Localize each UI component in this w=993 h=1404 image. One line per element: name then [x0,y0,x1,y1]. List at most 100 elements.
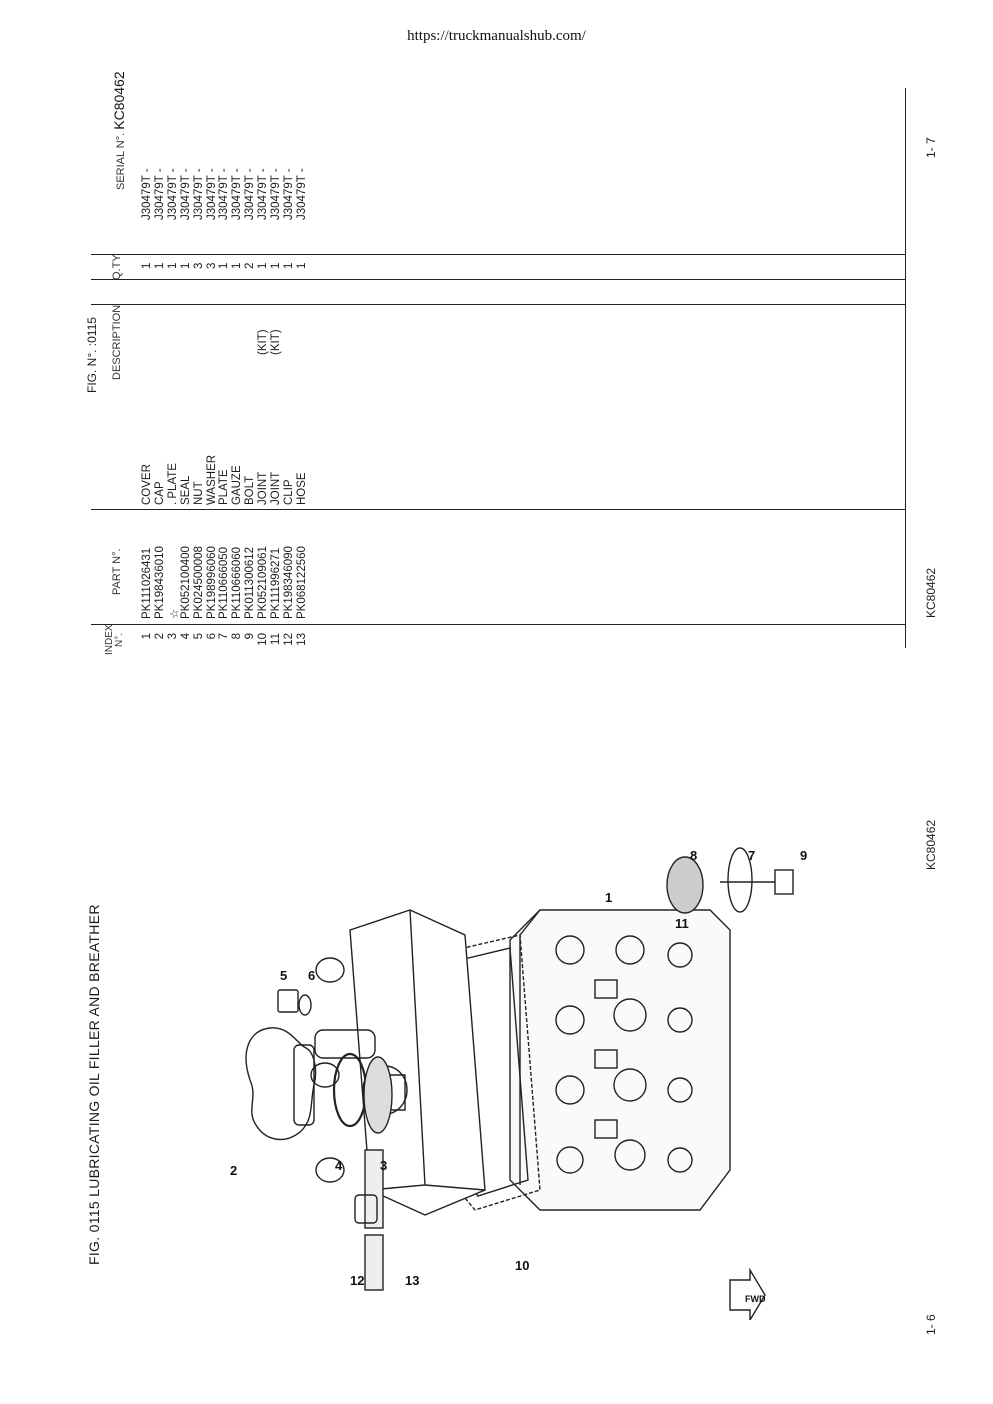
callout-10: 10 [515,1258,529,1273]
cell-serial: J30479T - [244,168,257,220]
callout-2: 2 [230,1163,237,1178]
cell-serial: J30479T - [270,168,282,220]
cell-index: 12 [282,633,295,646]
cell-index: 8 [231,633,244,640]
header-description: DESCRIPTION [111,304,123,380]
filler-cap-drawing [245,1027,317,1141]
cell-qty: 1 [257,262,270,269]
figure-title-container: FIG. 0115 LUBRICATING OIL FILLER AND BRE… [86,904,104,1265]
cell-part-number: PK024500008 [192,546,205,619]
breather-plate-drawing [363,1056,393,1134]
cell-part-number: PK110666060 [231,546,244,619]
table-fig-number: FIG. N°. :0115 [85,317,99,393]
cell-part-number: PK052109061 [257,546,270,619]
cell-qty: 1 [295,262,308,269]
cell-serial: J30479T - [141,168,153,220]
cell-serial: J30479T - [192,168,205,220]
cell-description: JOINT [257,471,270,505]
cell-qty: 1 [166,262,179,269]
cell-qty: 2 [244,262,257,269]
cell-part-number: PK111026431 [141,547,153,619]
gasket-joint-drawing [439,934,541,1211]
cell-index: 3 [166,633,179,640]
cell-qty: 1 [218,262,231,269]
table-row: 10 PK052109061 JOINT (KIT) 1 J30479T - [257,80,270,655]
cell-description: NUT [192,481,205,505]
header-serial: SERIAL N°. KC80462 [111,71,127,190]
cell-serial: J30479T - [257,168,270,220]
left-page-number: 1- 6 [924,1314,938,1335]
cell-description: PLATE [218,469,231,505]
callout-7: 7 [748,848,755,863]
left-page-number-container: 1- 6 [922,1314,940,1335]
cell-index: 5 [192,633,205,640]
cell-qty: 1 [282,262,295,269]
cell-index: 7 [218,633,231,640]
callout-4: 4 [335,1158,343,1173]
cell-description: GAUZE [231,465,244,505]
source-url[interactable]: https://truckmanualshub.com/ [407,28,586,44]
cell-part-number: ☆ [168,608,181,619]
header-qty: Q.TY [111,254,123,280]
cell-index: 13 [295,633,308,646]
cell-qty: 1 [141,262,153,269]
cell-serial: J30479T - [295,168,308,220]
fwd-arrow-icon [729,1267,766,1320]
callout-12: 12 [350,1273,364,1288]
clip-drawing [354,1194,378,1224]
right-page-number: 1- 7 [924,137,938,158]
cell-serial: J30479T - [205,168,218,220]
cell-description: CAP [153,481,166,505]
cell-part-number: PK198996060 [205,546,218,619]
cell-description: HOSE [295,472,308,505]
table-row: 3 ☆ . PLATE 1 J30479T - [166,80,181,655]
right-page-number-container: 1- 7 [922,137,940,158]
cell-part-number: PK110666050 [218,546,231,619]
cell-note: (KIT) [270,329,282,355]
cell-description: . PLATE [166,463,179,505]
cell-description: WASHER [205,454,218,505]
cell-index: 4 [179,633,192,640]
fwd-label: FWD [745,1294,766,1304]
cell-note: (KIT) [257,329,270,355]
cell-serial: J30479T - [179,168,192,220]
callout-11: 11 [675,916,689,931]
nut-drawing [277,989,299,1013]
cell-part-number: PK052100400 [179,546,192,619]
cell-index: 9 [244,633,257,640]
cell-serial: J30479T - [166,168,179,220]
cell-serial: J30479T - [218,168,231,220]
figure-code-container: KC80462 [922,820,940,870]
cell-qty: 3 [192,262,205,269]
cell-qty: 3 [205,262,218,269]
figure-title: FIG. 0115 LUBRICATING OIL FILLER AND BRE… [86,904,102,1265]
cell-index: 10 [257,633,270,646]
cell-qty: 1 [153,262,166,269]
page-rule [905,88,906,648]
gauze-plate-bolt-drawing [666,847,794,914]
cell-index: 6 [205,633,218,640]
callout-9: 9 [800,848,807,863]
figure-code: KC80462 [924,819,938,870]
callout-8: 8 [690,848,697,863]
callout-1: 1 [605,890,612,905]
hose-drawing [364,1149,384,1291]
cell-description: CLIP [282,479,295,505]
cell-description: SEAL [179,475,192,505]
table-row: 7 PK110666050 PLATE 1 J30479T - [218,80,231,655]
table-code-container: KC80462 [922,568,940,618]
cell-index: 1 [141,633,153,640]
cell-serial: J30479T - [282,168,295,220]
cell-index: 11 [270,633,282,645]
